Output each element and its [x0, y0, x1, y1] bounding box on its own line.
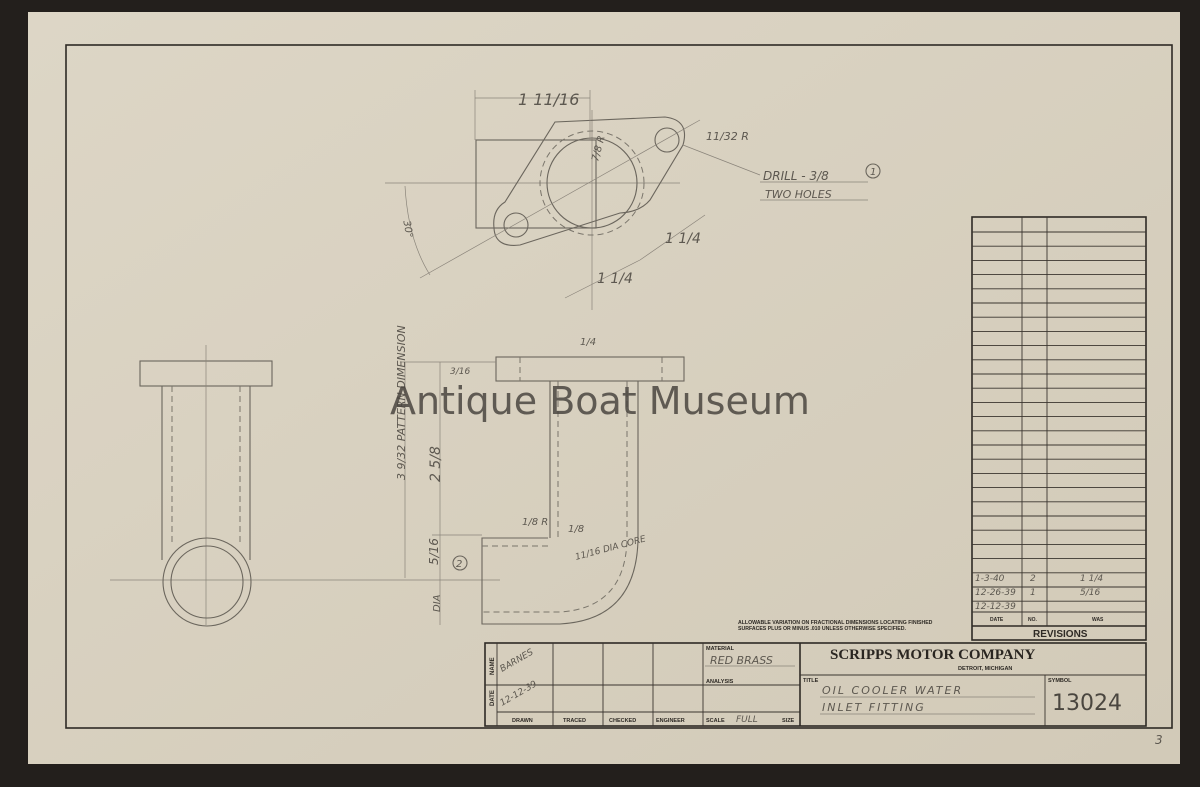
watermark: Antique Boat Museum: [390, 379, 810, 423]
note-ref-2: 2: [456, 559, 462, 570]
symbol-label: SYMBOL: [1048, 678, 1072, 684]
dim-angle: 30°: [400, 220, 414, 239]
material-value: RED BRASS: [710, 654, 773, 667]
dim-spacing-a: 1 1/4: [665, 231, 701, 247]
rev-no: 1: [1030, 588, 1036, 598]
dim-hole-radius: 11/32 R: [706, 130, 749, 143]
col-engineer: ENGINEER: [656, 718, 685, 724]
col-drawn: DRAWN: [512, 718, 533, 724]
drawing-border: [65, 44, 1173, 729]
revisions-title: REVISIONS: [1033, 629, 1088, 640]
revisions-frame: [971, 216, 1147, 641]
dim-pattern: 3 9/32 PATTERN DIMENSION: [395, 325, 408, 480]
rev-header-was: WAS: [1092, 617, 1104, 623]
dim-dia: DIA: [432, 594, 443, 612]
col-traced: TRACED: [563, 718, 586, 724]
title-line-2: INLET FITTING: [822, 701, 926, 714]
title-block: [484, 642, 1147, 727]
dim-inner-radius: 1/8 R: [522, 517, 548, 528]
title-line-1: OIL COOLER WATER: [822, 684, 963, 697]
company-name: SCRIPPS MOTOR COMPANY: [830, 647, 1035, 663]
rev-date: 12-26-39: [975, 588, 1016, 598]
sheet-number: 3: [1155, 733, 1163, 747]
company-location: DETROIT, MICHIGAN: [958, 666, 1012, 672]
tolerance-note: ALLOWABLE VARIATION ON FRACTIONAL DIMENS…: [738, 620, 933, 632]
drill-note: DRILL - 3/8: [763, 169, 829, 183]
title-label: TITLE: [803, 678, 819, 684]
rev-header-date: DATE: [990, 617, 1004, 623]
rev-was: 1 1/4: [1080, 574, 1103, 584]
row-label-date: DATE: [490, 690, 496, 706]
rev-no: 2: [1030, 574, 1036, 584]
side-view: [110, 345, 500, 627]
dim-outlet: 5/16: [427, 538, 441, 565]
scale-label: SCALE: [706, 718, 725, 724]
dim-flange-top: 1/4: [580, 337, 596, 348]
col-checked: CHECKED: [609, 718, 636, 724]
rev-date: 12-12-39: [975, 602, 1016, 612]
row-label-name: NAME: [490, 657, 496, 675]
top-view: 1 11/16 11/32 R 7/8 R DRILL - 3/8 1 TWO …: [385, 90, 881, 310]
analysis-label: ANALYSIS: [706, 679, 734, 685]
rev-date: 1-3-40: [975, 574, 1005, 584]
size-label: SIZE: [782, 718, 795, 724]
revision-row: 12-12-39: [975, 602, 1016, 612]
note-ref-1: 1: [870, 167, 876, 178]
material-label: MATERIAL: [706, 646, 735, 652]
dim-height: 2 5/8: [428, 446, 444, 482]
dim-wall: 1/8: [568, 524, 584, 535]
revision-row: 1-3-40 2 1 1/4: [975, 574, 1103, 584]
revisions-table: [971, 216, 1147, 641]
dim-flange-thk: 3/16: [450, 367, 470, 377]
dim-spacing-b: 1 1/4: [597, 271, 633, 287]
scale-value: FULL: [736, 715, 758, 725]
revision-row: 12-26-39 1 5/16: [975, 588, 1100, 598]
rev-was: 5/16: [1080, 588, 1100, 598]
drill-note-qty: TWO HOLES: [765, 188, 832, 201]
dim-top-width: 1 11/16: [518, 90, 579, 109]
drawing-number: 13024: [1052, 691, 1122, 716]
rev-header-no: NO.: [1028, 617, 1038, 623]
